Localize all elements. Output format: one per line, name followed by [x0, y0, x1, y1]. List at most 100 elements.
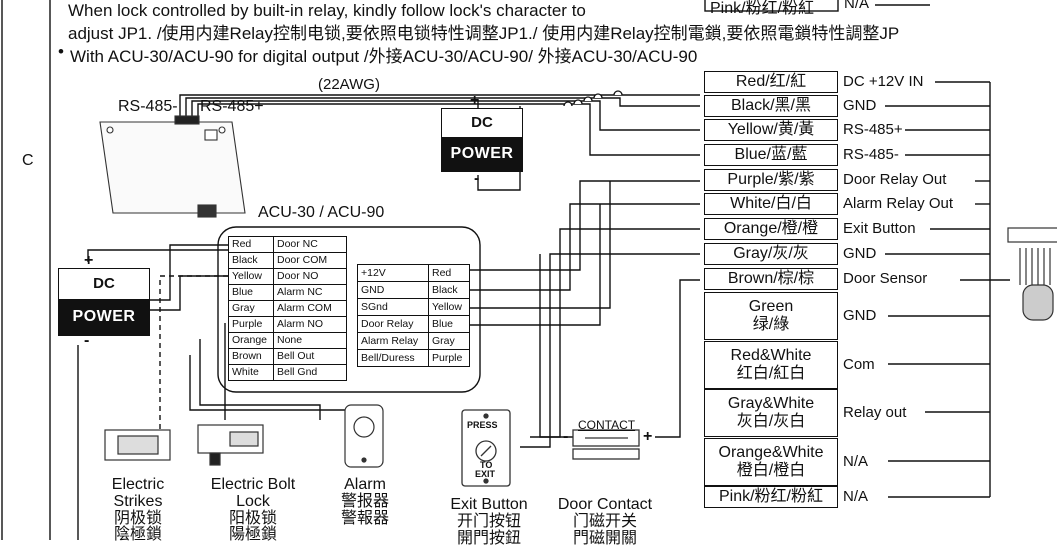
- wire-function-label: GND: [843, 97, 877, 114]
- wire-color-label: Purple/紫/紫: [704, 169, 838, 191]
- wire-color-text-zh: 橙白/橙白: [736, 462, 806, 479]
- acu-right-color: Yellow: [428, 298, 470, 316]
- header-line-3: With ACU-30/ACU-90 for digital output /外…: [70, 47, 698, 66]
- acu-left-color: Purple: [228, 316, 274, 333]
- door-contact-device: [572, 429, 640, 460]
- acu-right-color: Blue: [428, 315, 470, 333]
- wire-function-label: Alarm Relay Out: [843, 195, 954, 212]
- acu-controller-board: [99, 115, 246, 218]
- wire-function-label: Relay out: [843, 404, 907, 421]
- header-line-2: adjust JP1. /使用内建Relay控制电锁,要依照电锁特性调整JP1.…: [68, 24, 900, 43]
- wire-function-label: DC +12V IN: [843, 73, 924, 90]
- acu-right-color: Gray: [428, 332, 470, 350]
- wire-color-label: Gray/灰/灰: [704, 243, 838, 265]
- acu-left-function: Bell Out: [273, 348, 347, 365]
- acu-left-color: Blue: [228, 284, 274, 301]
- electric-bolt-caption: Electric Bolt Lock 阳极锁 陽極鎖: [210, 476, 296, 544]
- wire-color-text: White/白/白: [730, 194, 812, 212]
- wire-color-label: Brown/棕/棕: [704, 268, 838, 290]
- wire-color-text: Black/黑/黑: [730, 96, 812, 114]
- wire-color-label: Blue/蓝/藍: [704, 144, 838, 166]
- acu-right-signal: Door Relay: [357, 315, 429, 333]
- wire-color-text: Orange/橙/橙: [723, 219, 819, 237]
- wire-function-label: N/A: [843, 488, 869, 505]
- acu-right-signal: GND: [357, 281, 429, 299]
- acu-left-color: Yellow: [228, 268, 274, 285]
- acu-right-color: Purple: [428, 349, 470, 367]
- acu-left-function: Alarm NC: [273, 284, 347, 301]
- wire-color-text-en: Green: [748, 297, 794, 315]
- acu-left-color: Red: [228, 236, 274, 253]
- dc-power-top: DC POWER: [441, 108, 523, 172]
- acu-right-color: Black: [428, 281, 470, 299]
- contact-minus: -: [563, 428, 569, 445]
- wire-color-text-zh: 绿/綠: [752, 316, 790, 333]
- dc-power-left-sub: POWER: [59, 298, 149, 335]
- acu-left-color: White: [228, 364, 274, 381]
- acu-left-color: Gray: [228, 300, 274, 317]
- electric-strike-device: [104, 429, 171, 461]
- dc-minus-sign: -: [474, 170, 480, 187]
- dc-plus-sign: +: [470, 92, 480, 109]
- wire-color-text: Brown/棕/棕: [727, 269, 815, 287]
- wire-function-label: Com: [843, 356, 875, 373]
- wire-function-label: Door Sensor: [843, 270, 928, 287]
- bullet-marker: •: [58, 42, 64, 61]
- acu-right-signal: Alarm Relay: [357, 332, 429, 350]
- acu-left-function: Bell Gnd: [273, 364, 347, 381]
- acu-left-color: Black: [228, 252, 274, 269]
- wire-color-text: Red/红/紅: [735, 72, 807, 90]
- acu-right-signal: +12V: [357, 264, 429, 282]
- header-line-1: When lock controlled by built-in relay, …: [68, 1, 586, 20]
- wire-color-text-en: Orange&White: [718, 443, 824, 461]
- exit-label: EXIT: [475, 469, 496, 479]
- row-marker: C: [22, 152, 34, 169]
- acu-right-signal: SGnd: [357, 298, 429, 316]
- acu-left-color: Brown: [228, 348, 274, 365]
- press-label: PRESS: [467, 420, 498, 430]
- wire-color-text: Pink/粉红/粉紅: [718, 487, 824, 505]
- exit-button-device: [461, 409, 511, 487]
- contact-label: CONTACT: [578, 418, 636, 432]
- dc-power-left-label: DC: [93, 275, 115, 293]
- acu-title: ACU-30 / ACU-90: [258, 204, 385, 221]
- wire-color-text-en: Gray&White: [727, 394, 815, 412]
- dc-power-left: DC POWER: [58, 268, 150, 336]
- rs485-minus-label: RS-485-: [118, 98, 178, 115]
- acu-left-color: Orange: [228, 332, 274, 349]
- acu-left-function: Door NC: [273, 236, 347, 253]
- wire-color-label: Yellow/黄/黃: [704, 119, 838, 141]
- top-clip-function: N/A: [844, 0, 870, 12]
- wire-color-text-en: Red&White: [730, 346, 812, 364]
- contact-plus: +: [643, 428, 653, 445]
- acu-left-function: Alarm NO: [273, 316, 347, 333]
- wire-function-label: N/A: [843, 453, 869, 470]
- alarm-caption: Alarm 警报器 警報器: [340, 476, 389, 527]
- acu-left-function: Door COM: [273, 252, 347, 269]
- acu-left-function: Alarm COM: [273, 300, 347, 317]
- acu-left-function: None: [273, 332, 347, 349]
- wire-color-text-zh: 红白/紅白: [736, 365, 806, 382]
- wire-color-label: Orange/橙/橙: [704, 218, 838, 240]
- dc-plus-sign-left: +: [84, 252, 94, 269]
- wire-color-label: Pink/粉红/粉紅: [704, 486, 838, 508]
- dc-power-top-label: DC: [471, 114, 493, 132]
- wire-function-label: Exit Button: [843, 220, 916, 237]
- awg-label: (22AWG): [318, 76, 380, 93]
- wire-color-text: Yellow/黄/黃: [727, 120, 815, 138]
